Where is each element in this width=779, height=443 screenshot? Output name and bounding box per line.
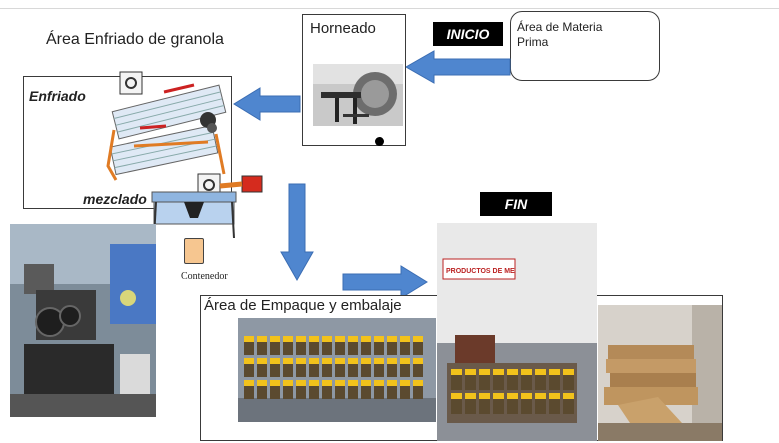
diagram-title: Área Enfriado de granola xyxy=(46,31,224,48)
top-divider xyxy=(0,8,779,9)
jars-photo xyxy=(238,318,436,422)
start-tag: INICIO xyxy=(433,22,503,46)
raw-material-box: Área de Materia Prima xyxy=(510,11,660,81)
baking-box: Horneado xyxy=(302,14,406,146)
baking-label: Horneado xyxy=(310,20,376,37)
container-label: Contenedor xyxy=(181,271,228,282)
end-tag: FIN xyxy=(480,192,552,216)
arrow-raw-to-baking xyxy=(404,50,511,84)
cooling-machine-illustration xyxy=(106,71,263,238)
raw-material-label: Área de Materia Prima xyxy=(517,20,603,49)
arrow-cooling-to-packing xyxy=(280,183,314,282)
arrow-baking-to-cooling xyxy=(233,87,301,121)
packing-label: Área de Empaque y embalaje xyxy=(204,297,402,314)
cooling-label: Enfriado xyxy=(29,88,86,104)
warehouse-photo: PRODUCTOS DE ME xyxy=(437,223,597,441)
warehouse-sign-text: PRODUCTOS DE ME xyxy=(446,268,515,275)
dot-marker xyxy=(375,137,384,146)
mixing-machine-photo xyxy=(10,224,156,417)
mixing-label: mezclado xyxy=(83,191,147,207)
arrow-packing-to-end xyxy=(342,265,428,299)
container-shape xyxy=(184,238,204,264)
cardboard-boxes-photo xyxy=(598,305,722,441)
oven-photo xyxy=(313,64,403,126)
